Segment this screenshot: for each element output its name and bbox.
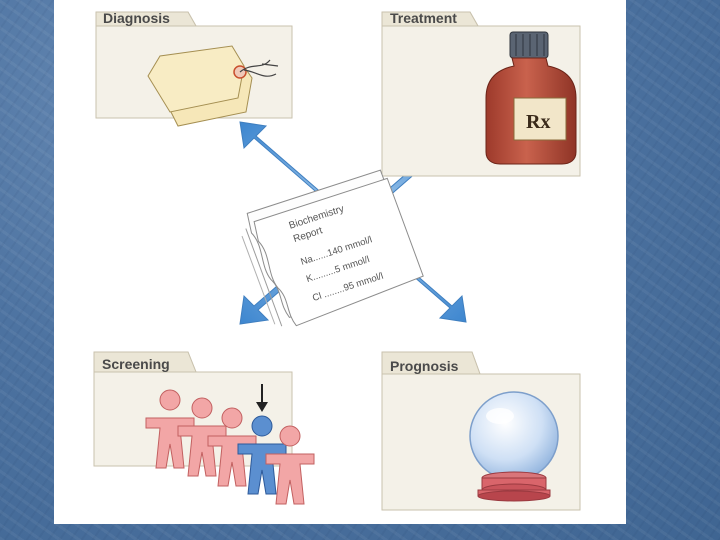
person-icon [207, 407, 257, 487]
people-icon [145, 384, 315, 505]
person-highlighted-icon [237, 415, 287, 495]
biochemistry-report: Biochemistry Report Na......140 mmol/l K… [241, 169, 424, 327]
tag-icon [147, 45, 279, 127]
crystal-ball-icon [469, 391, 559, 502]
person-icon [177, 397, 227, 477]
folder-treatment: Treatment Rx [381, 10, 581, 177]
folder-label-screening: Screening [102, 356, 170, 372]
folder-prognosis: Prognosis [381, 351, 581, 511]
folder-screening: Screening [93, 351, 315, 505]
down-arrow-icon [256, 384, 268, 412]
medicine-bottle-icon: Rx [485, 31, 577, 165]
folder-label-treatment: Treatment [390, 10, 457, 26]
folder-diagnosis: Diagnosis [95, 10, 293, 127]
folder-label-diagnosis: Diagnosis [103, 10, 170, 26]
folder-label-prognosis: Prognosis [390, 358, 459, 374]
bottle-label: Rx [526, 111, 550, 133]
person-icon [265, 425, 315, 505]
